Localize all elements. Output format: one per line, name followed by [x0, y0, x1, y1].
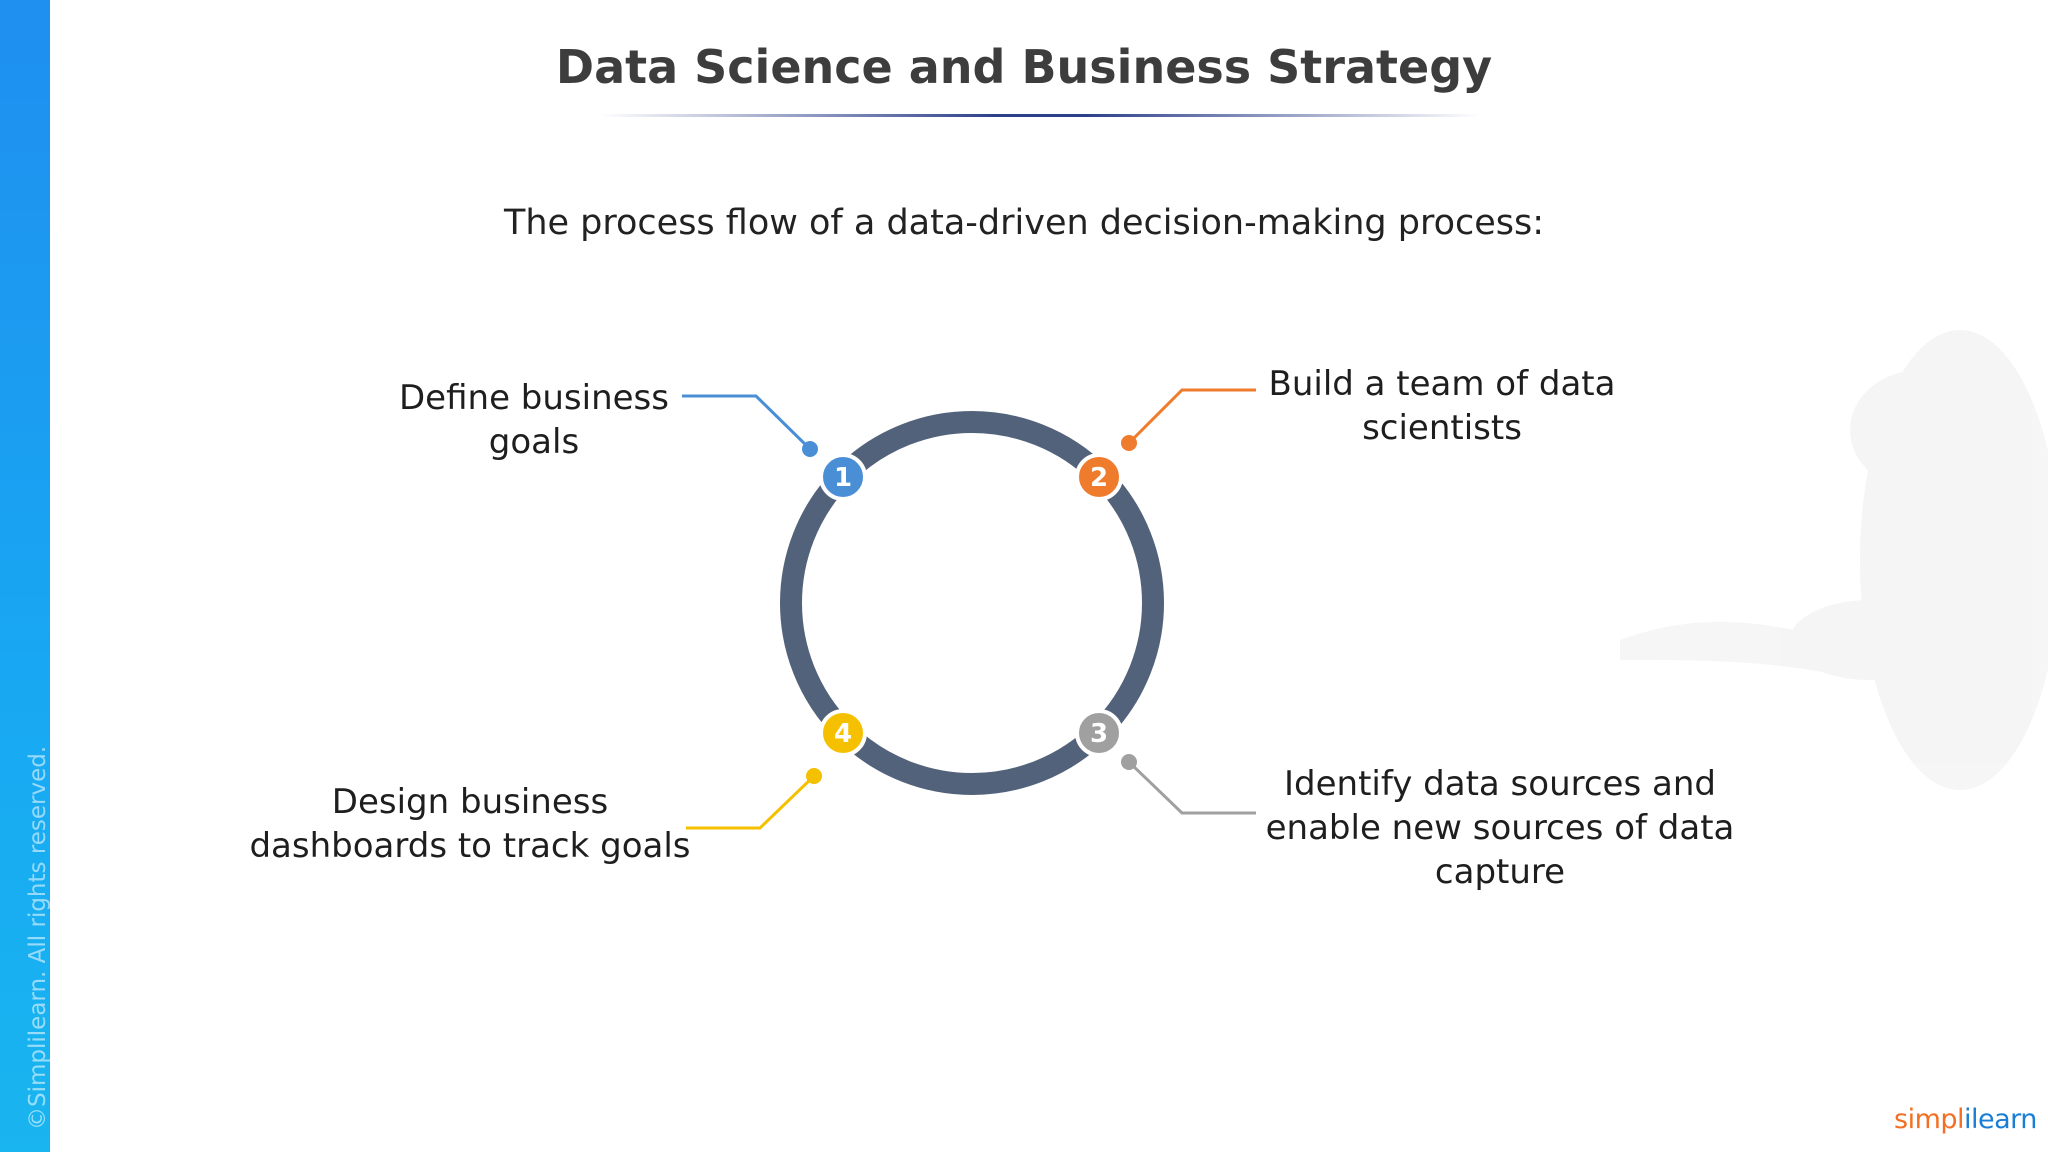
- background-illustration: [1620, 330, 2048, 790]
- cycle-ring: [780, 411, 1164, 795]
- logo-part-1: simpl: [1894, 1104, 1965, 1135]
- logo-part-2: ilearn: [1964, 1104, 2037, 1135]
- connector-1: [682, 394, 818, 457]
- title-underline: [600, 114, 1480, 117]
- step-badge-3: 3: [1075, 709, 1123, 757]
- connector-3: [1121, 754, 1256, 815]
- svg-text:2: 2: [1090, 463, 1108, 493]
- step-label-1: Define business goals: [399, 378, 669, 462]
- svg-text:4: 4: [834, 719, 852, 749]
- simplilearn-logo: simplilearn: [1894, 1104, 2037, 1135]
- left-accent-bar: [0, 0, 50, 1152]
- step-label-2: Build a team of data scientists: [1268, 364, 1616, 448]
- slide-subtitle: The process flow of a data-driven decisi…: [503, 203, 1545, 243]
- step-label-3: Identify data sources and enable new sou…: [1265, 764, 1735, 892]
- connector-4: [686, 768, 822, 830]
- svg-text:3: 3: [1090, 719, 1108, 749]
- connector-2: [1121, 388, 1256, 451]
- step-badge-1: 1: [819, 453, 867, 501]
- step-badge-4: 4: [819, 709, 867, 757]
- slide-title: Data Science and Business Strategy: [555, 40, 1493, 94]
- svg-text:1: 1: [834, 463, 852, 493]
- step-badge-2: 2: [1075, 453, 1123, 501]
- step-label-4: Design business dashboards to track goal…: [249, 782, 691, 866]
